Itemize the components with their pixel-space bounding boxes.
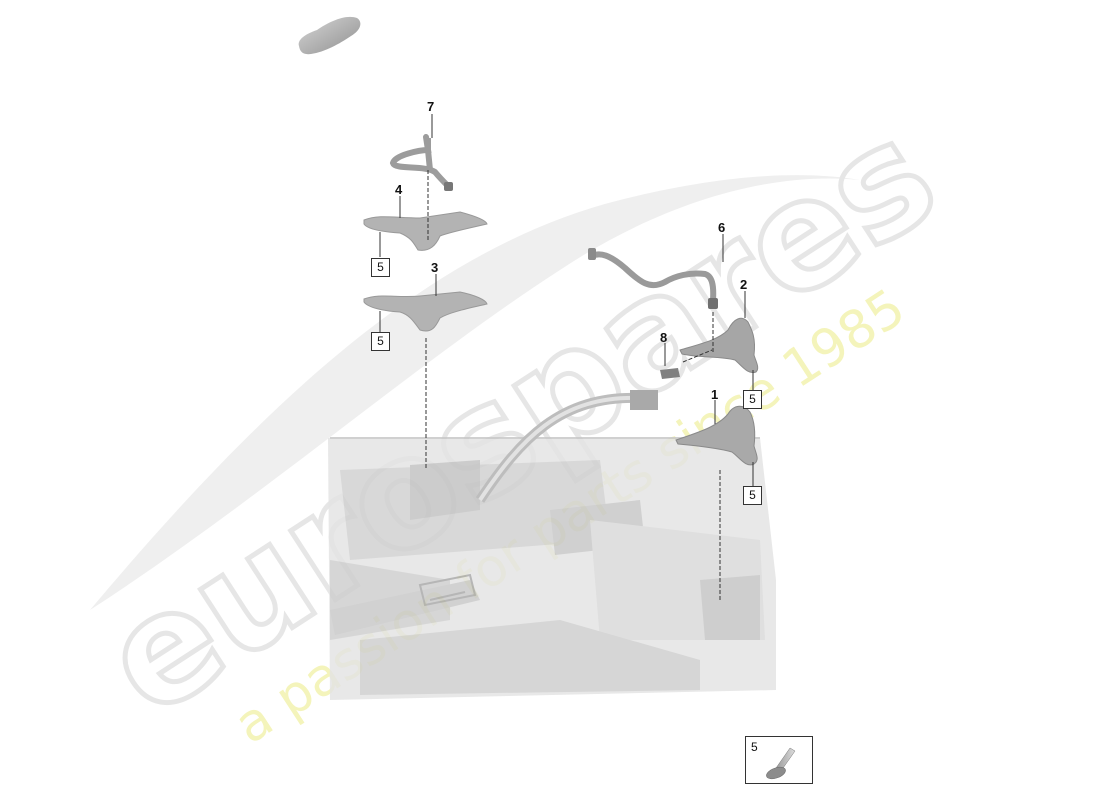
screw-ref-5-part-4[interactable]: 5 bbox=[371, 258, 390, 277]
screw-ref-5-part-2[interactable]: 5 bbox=[743, 390, 762, 409]
part-8-clip-nut bbox=[660, 368, 680, 379]
screw-ref-5-part-3[interactable]: 5 bbox=[371, 332, 390, 351]
part-2-bracket bbox=[679, 317, 759, 374]
car-silhouette-icon bbox=[298, 16, 361, 55]
legend-screw-5[interactable]: 5 bbox=[745, 736, 813, 784]
legend-label: 5 bbox=[751, 740, 758, 754]
battery-pack bbox=[328, 437, 776, 700]
callout-8[interactable]: 8 bbox=[660, 330, 668, 345]
callout-7[interactable]: 7 bbox=[427, 99, 435, 114]
callout-3[interactable]: 3 bbox=[431, 260, 439, 275]
screw-icon bbox=[766, 747, 796, 780]
part-4-bracket bbox=[363, 211, 488, 251]
screw-ref-5-part-1[interactable]: 5 bbox=[743, 486, 762, 505]
part-6-line bbox=[588, 248, 718, 309]
callout-4[interactable]: 4 bbox=[395, 182, 403, 197]
part-1-bracket bbox=[675, 405, 758, 466]
callout-2[interactable]: 2 bbox=[740, 277, 748, 292]
callout-6[interactable]: 6 bbox=[718, 220, 726, 235]
watermark-swoosh-icon bbox=[90, 175, 860, 610]
part-7-line bbox=[389, 134, 453, 191]
part-3-bracket bbox=[363, 291, 488, 332]
callout-1[interactable]: 1 bbox=[711, 387, 719, 402]
